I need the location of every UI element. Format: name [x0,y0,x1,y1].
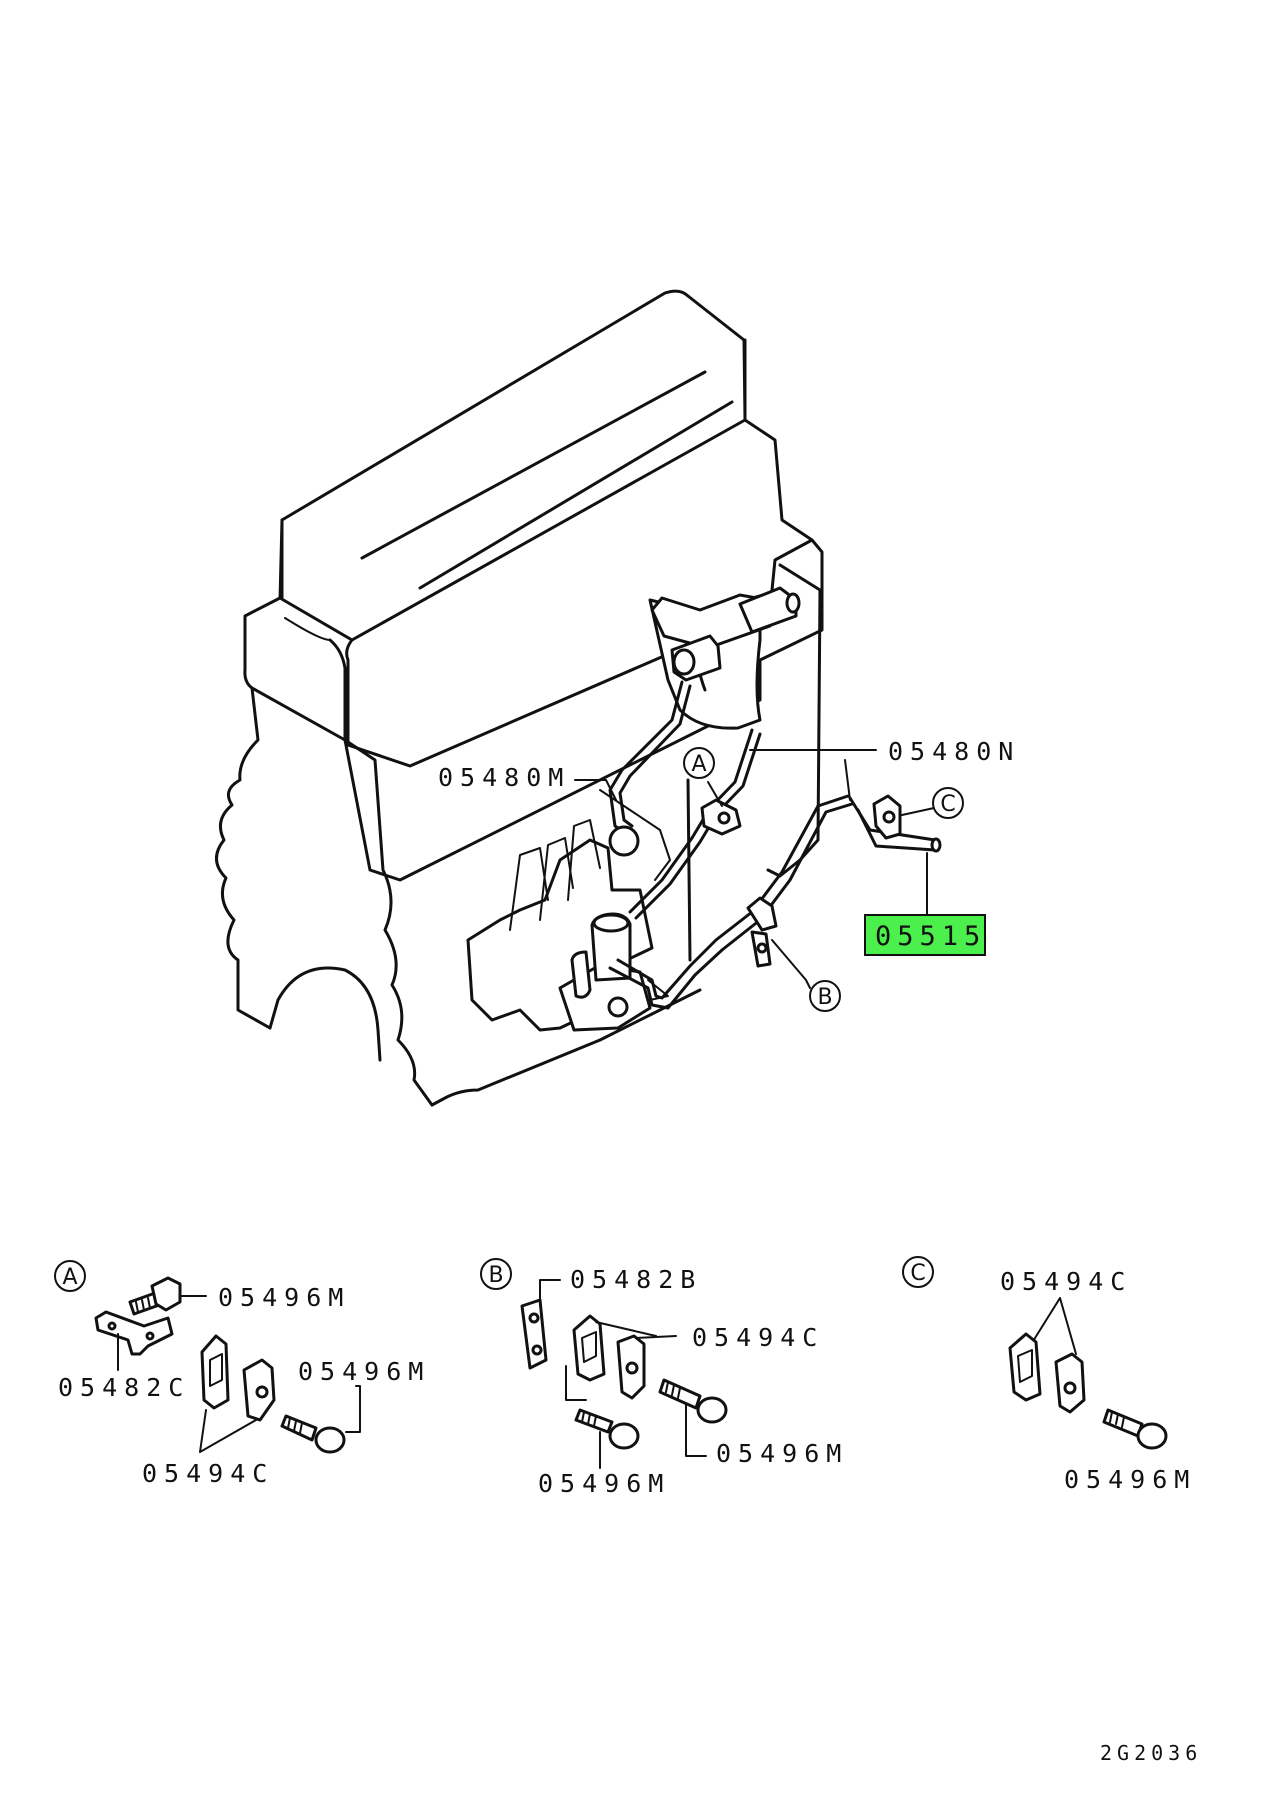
label-a-05494C: 05494C [142,1459,274,1488]
label-a-05482C: 05482C [58,1373,190,1402]
label-a-05496M-top: 05496M [218,1283,350,1312]
label-b-05482B: 05482B [570,1265,702,1294]
callout-a-main[interactable]: A [683,747,715,779]
leader-lines [574,749,935,989]
callout-c-detail: C [902,1256,934,1288]
selected-part-05515[interactable]: 05515 [864,914,986,956]
engine-block-drawing [215,289,824,1107]
detail-b: B 05482B 05494C 05496M 05496M [480,1258,848,1498]
label-b-05496M-bottom: 05496M [538,1469,670,1498]
callout-b-detail: B [480,1258,512,1290]
label-c-05494C: 05494C [1000,1267,1132,1296]
label-b-05496M-right: 05496M [716,1439,848,1468]
detail-c: C 05494C 05496M [902,1256,1196,1494]
label-c-05496M: 05496M [1064,1465,1196,1494]
svg-text:A: A [62,1265,77,1290]
label-05480N: 05480N [888,737,1020,766]
svg-text:C: C [910,1261,925,1286]
label-05480M: 05480M [438,763,570,792]
callout-a-detail: A [54,1260,86,1292]
svg-text:B: B [488,1263,503,1288]
callout-b-main[interactable]: B [809,980,841,1012]
label-05515[interactable]: 05515 [875,921,986,952]
label-b-05494C: 05494C [692,1323,824,1352]
label-a-05496M-right: 05496M [298,1357,430,1386]
svg-text:A: A [691,752,706,777]
callout-c-main[interactable]: C [932,787,964,819]
svg-text:B: B [817,985,832,1010]
detail-a: A 05496M 05482C 05496M 05494C [54,1260,430,1488]
reference-code: 2G2036 [1100,1741,1202,1765]
svg-text:C: C [940,792,955,817]
fuel-pipes [608,680,942,1010]
highlight-box [864,914,986,956]
